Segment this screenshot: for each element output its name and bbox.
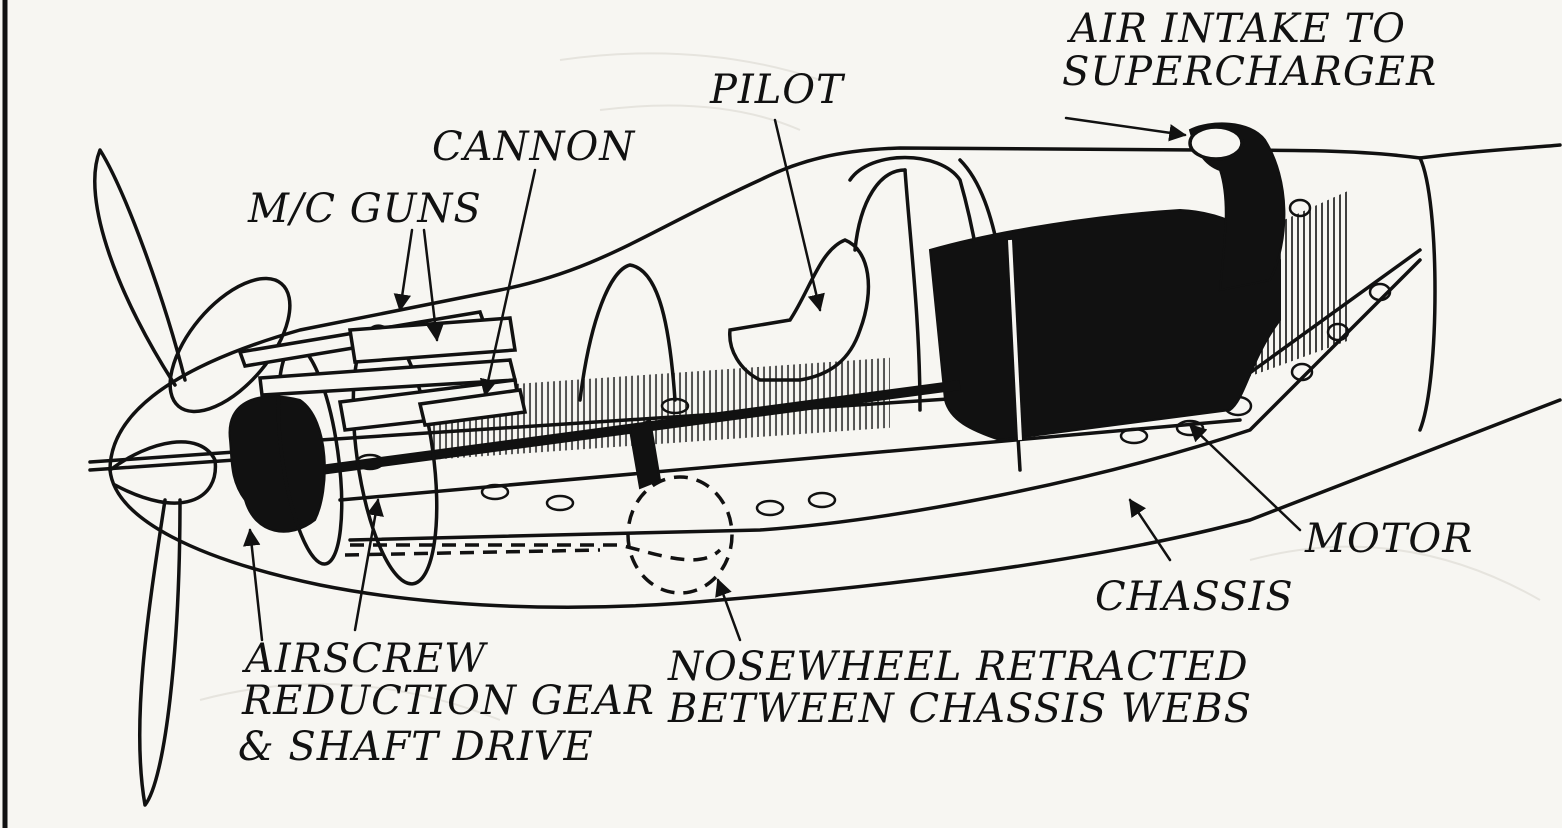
motor-block <box>928 122 1286 442</box>
propeller <box>88 148 292 807</box>
labels: AIR INTAKE TO SUPERCHARGER PILOT CANNON … <box>238 6 1473 770</box>
label-mc-guns: M/C GUNS <box>247 186 482 232</box>
label-nosewheel-line1: NOSEWHEEL RETRACTED <box>667 644 1249 690</box>
pilot-seat <box>728 168 907 382</box>
label-airscrew-line3: & SHAFT DRIVE <box>238 724 594 770</box>
paper-texture <box>199 52 1541 721</box>
label-airscrew-line2: REDUCTION GEAR <box>241 678 655 724</box>
leader-lines <box>243 116 1302 642</box>
label-air-intake-line2: SUPERCHARGER <box>1062 49 1437 95</box>
label-nosewheel-line2: BETWEEN CHASSIS WEBS <box>667 686 1252 732</box>
label-pilot: PILOT <box>709 67 846 113</box>
label-airscrew-line1: AIRSCREW <box>241 636 488 682</box>
nosewheel-retracted <box>344 475 734 595</box>
label-motor: MOTOR <box>1304 516 1473 562</box>
label-air-intake-line1: AIR INTAKE TO <box>1066 6 1406 52</box>
label-chassis: CHASSIS <box>1095 574 1294 620</box>
label-cannon: CANNON <box>432 124 636 170</box>
reduction-gear <box>228 324 439 586</box>
fuselage <box>108 143 1562 609</box>
